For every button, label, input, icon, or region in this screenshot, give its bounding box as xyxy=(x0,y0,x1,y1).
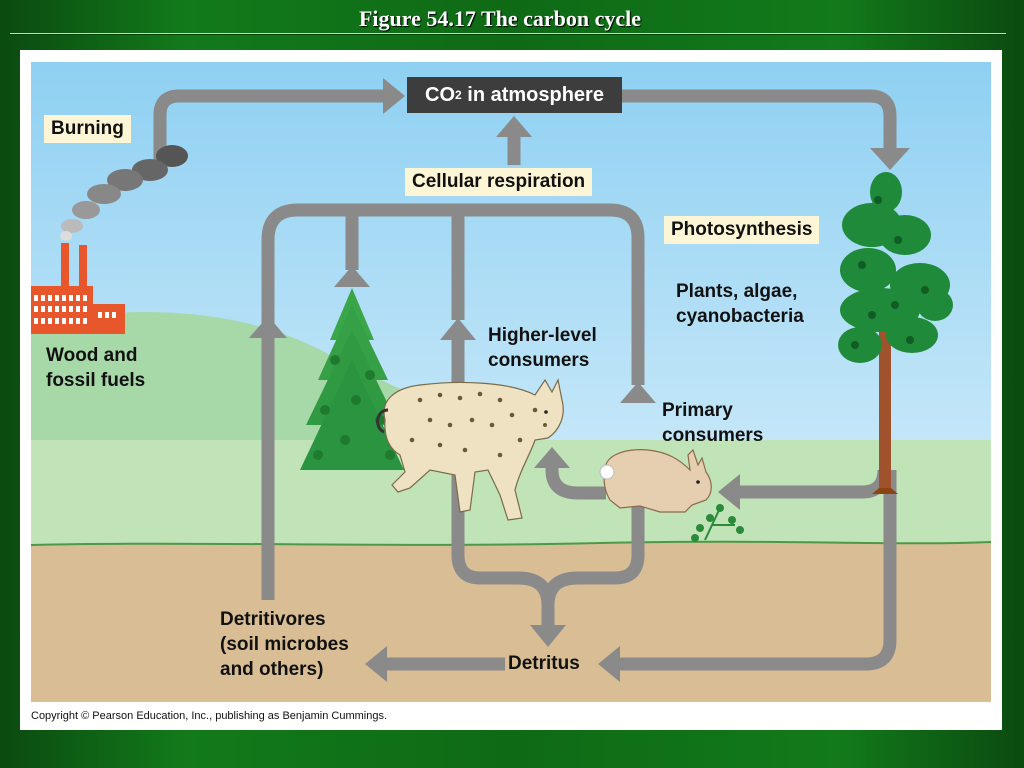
arrowhead xyxy=(530,625,566,647)
rabbit-to-detritus-arrow xyxy=(541,500,645,606)
co2-subscript: 2 xyxy=(455,88,462,102)
cycle-arrows xyxy=(153,89,897,671)
arrowhead xyxy=(496,116,532,137)
cellular-respiration-label: Cellular respiration xyxy=(405,168,593,196)
detritivores-label: Detritivores (soil microbes and others) xyxy=(220,609,349,680)
arrowhead xyxy=(534,447,570,468)
bush-icon xyxy=(300,288,404,470)
lynx-icon xyxy=(376,378,564,521)
arrowhead xyxy=(870,148,910,170)
plants-to-detritus-arrow xyxy=(618,470,897,671)
arrowhead xyxy=(249,316,287,338)
slide-title: Figure 54.17 The carbon cycle xyxy=(358,6,642,31)
arrowhead xyxy=(365,646,387,682)
arrowhead xyxy=(334,266,370,287)
title-divider xyxy=(10,33,1006,35)
co2-label: CO xyxy=(425,83,456,106)
arrowhead xyxy=(598,646,620,682)
soil xyxy=(31,541,991,702)
arrowhead xyxy=(383,78,405,114)
factory-icon xyxy=(31,243,125,334)
burning-arrow xyxy=(153,89,388,165)
primary-consumers-label: Primary consumers xyxy=(662,400,764,446)
rabbit-icon xyxy=(599,448,712,513)
smoke-icon xyxy=(60,145,188,241)
plants-algae-label: Plants, algae, cyanobacteria xyxy=(676,281,804,327)
co2-label-rest: in atmosphere xyxy=(461,83,604,106)
copyright-text: Copyright © Pearson Education, Inc., pub… xyxy=(31,710,388,722)
grass-line xyxy=(30,540,992,546)
arrowheads xyxy=(249,78,910,682)
respiration-collector xyxy=(261,203,645,385)
detritus-label: Detritus xyxy=(508,653,580,674)
photosynthesis-label: Photosynthesis xyxy=(664,216,820,244)
arrowhead xyxy=(440,318,476,340)
higher-level-consumers-label: Higher-level consumers xyxy=(488,325,597,371)
arrowhead xyxy=(620,382,656,403)
co2-to-plants-arrow xyxy=(622,89,897,150)
tree-icon xyxy=(838,172,953,494)
rabbit-to-lynx-arrow xyxy=(545,463,606,500)
arrowhead xyxy=(718,474,740,510)
burning-label: Burning xyxy=(44,115,131,143)
plant-icon xyxy=(691,504,744,542)
wood-fossil-fuels-label: Wood and fossil fuels xyxy=(46,345,146,391)
